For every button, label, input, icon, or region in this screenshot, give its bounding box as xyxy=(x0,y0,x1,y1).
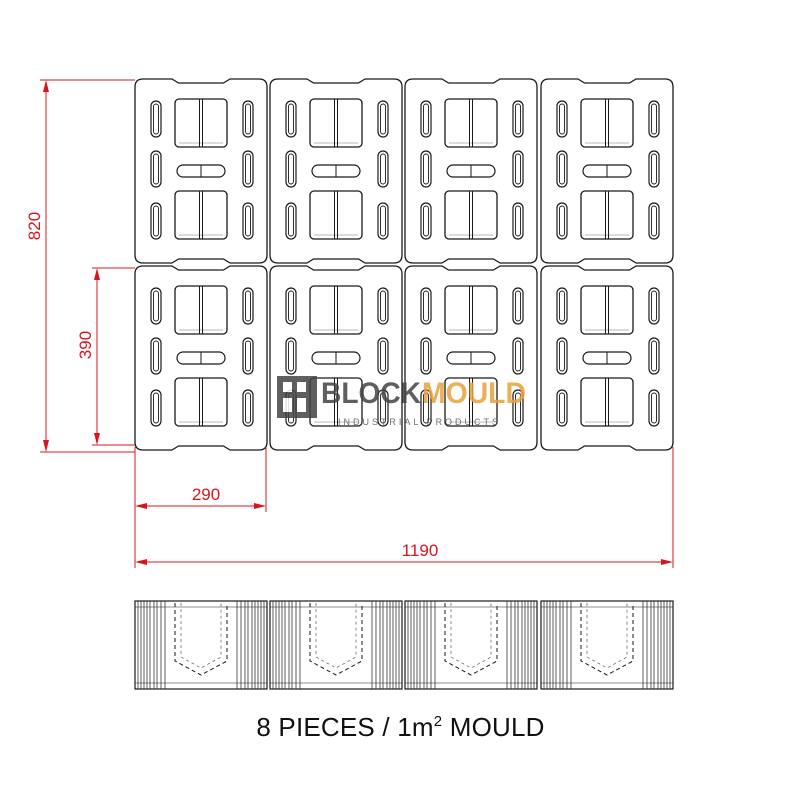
slot xyxy=(556,337,568,375)
slot xyxy=(648,100,660,138)
slot xyxy=(556,202,568,240)
cavity xyxy=(444,190,498,240)
slot xyxy=(420,150,432,188)
slot xyxy=(242,100,254,138)
slot xyxy=(556,389,568,427)
slot xyxy=(285,337,297,375)
cavity xyxy=(309,190,363,240)
slot xyxy=(377,337,389,375)
slot xyxy=(512,337,524,375)
mould-piece xyxy=(269,78,403,264)
dimension-label-820: 820 xyxy=(25,212,44,240)
watermark-brand-part2: MOULD xyxy=(422,377,526,410)
slot xyxy=(377,150,389,188)
cavity xyxy=(444,98,498,148)
slot xyxy=(648,389,660,427)
slot xyxy=(648,337,660,375)
slot xyxy=(150,337,162,375)
cavity xyxy=(444,285,498,335)
dimension-total-height: 820 xyxy=(25,79,135,453)
cavity xyxy=(580,98,634,148)
slot xyxy=(556,287,568,325)
slot xyxy=(420,337,432,375)
caption-suffix: MOULD xyxy=(442,712,545,742)
slot xyxy=(512,287,524,325)
slot xyxy=(377,100,389,138)
dimension-label-390: 390 xyxy=(76,331,95,359)
mould-piece xyxy=(540,265,674,451)
dimension-label-1190: 1190 xyxy=(402,541,439,560)
slot xyxy=(377,202,389,240)
dimension-piece-height: 390 xyxy=(76,267,135,446)
dimension-label-290: 290 xyxy=(192,485,220,504)
mould-piece xyxy=(404,78,538,264)
watermark-brand-part1: BLOCK xyxy=(321,377,421,410)
dimension-total-width: 1190 xyxy=(135,447,674,568)
slot xyxy=(242,337,254,375)
cavity xyxy=(580,377,634,427)
slot xyxy=(150,100,162,138)
side-view xyxy=(134,600,674,690)
slot xyxy=(648,287,660,325)
slot xyxy=(242,202,254,240)
dimension-lines: 820 390 290 xyxy=(25,79,674,568)
slot xyxy=(150,389,162,427)
slot xyxy=(420,202,432,240)
slot xyxy=(556,150,568,188)
slot xyxy=(150,287,162,325)
slot xyxy=(512,389,524,427)
watermark-logo-icon xyxy=(277,376,317,418)
slot xyxy=(420,287,432,325)
drawing-caption: 8 PIECES / 1m2 MOULD xyxy=(0,712,801,743)
dimension-piece-width: 290 xyxy=(134,447,267,568)
slot xyxy=(556,100,568,138)
slot xyxy=(150,150,162,188)
side-view-piece xyxy=(134,600,268,690)
slot xyxy=(420,389,432,427)
cavity xyxy=(174,377,228,427)
mould-piece xyxy=(134,265,268,451)
cavity xyxy=(174,190,228,240)
slot xyxy=(512,202,524,240)
caption-prefix: 8 PIECES / 1m xyxy=(256,712,434,742)
side-view-piece xyxy=(540,600,674,690)
slot xyxy=(285,202,297,240)
slot xyxy=(377,287,389,325)
slot xyxy=(285,287,297,325)
side-view-piece xyxy=(404,600,538,690)
mould-piece xyxy=(540,78,674,264)
slot xyxy=(377,389,389,427)
slot xyxy=(512,100,524,138)
slot xyxy=(285,150,297,188)
slot xyxy=(150,202,162,240)
slot xyxy=(242,150,254,188)
cavity xyxy=(444,377,498,427)
cavity xyxy=(580,285,634,335)
slot xyxy=(285,100,297,138)
slot xyxy=(648,150,660,188)
watermark-tagline: INDUSTRIAL PRODUCTS xyxy=(338,417,498,427)
side-view-piece xyxy=(269,600,403,690)
slot xyxy=(242,389,254,427)
caption-exponent: 2 xyxy=(433,713,443,730)
cavity xyxy=(580,190,634,240)
mould-piece xyxy=(134,78,268,264)
cavity xyxy=(174,98,228,148)
cavity xyxy=(309,98,363,148)
cavity xyxy=(174,285,228,335)
slot xyxy=(420,100,432,138)
mould-piece xyxy=(404,265,538,451)
slot xyxy=(512,150,524,188)
slot xyxy=(242,287,254,325)
slot xyxy=(648,202,660,240)
brand-watermark: BLOCK MOULD INDUSTRIAL PRODUCTS xyxy=(277,376,526,427)
cavity xyxy=(309,285,363,335)
